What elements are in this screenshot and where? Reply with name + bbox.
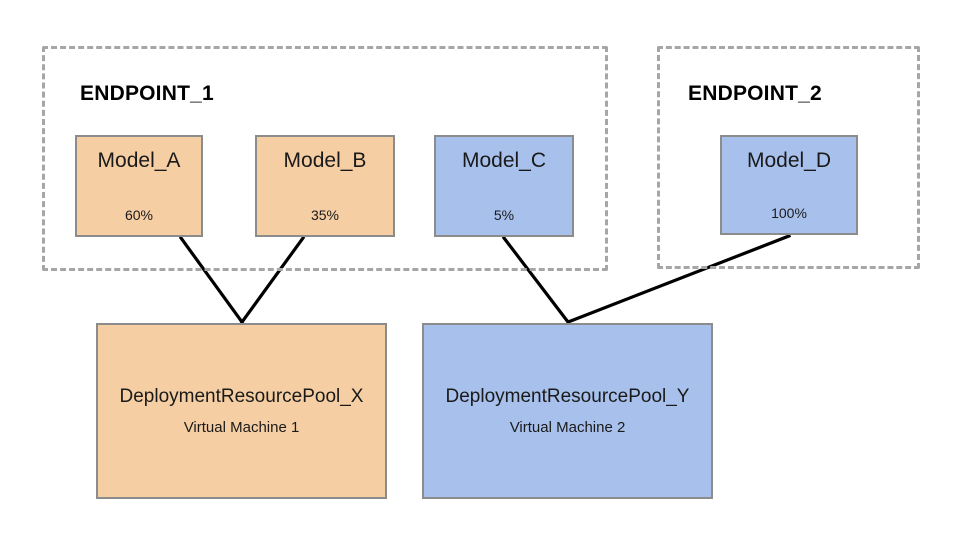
pool-y-name: DeploymentResourcePool_Y: [445, 386, 690, 408]
model-c-traffic-split: 5%: [493, 207, 515, 223]
model-box-d[interactable]: Model_D 100%: [720, 135, 858, 235]
endpoint-group-1[interactable]: [42, 46, 608, 271]
model-box-b[interactable]: Model_B 35%: [255, 135, 395, 237]
endpoint-group-2[interactable]: [657, 46, 920, 269]
deployment-resource-pool-y[interactable]: DeploymentResourcePool_Y Virtual Machine…: [422, 323, 713, 499]
endpoint-1-label: ENDPOINT_1: [80, 82, 214, 105]
model-a-traffic-split: 60%: [124, 207, 154, 223]
pool-x-machine: Virtual Machine 1: [183, 418, 300, 436]
model-box-a[interactable]: Model_A 60%: [75, 135, 203, 237]
pool-y-machine: Virtual Machine 2: [509, 418, 626, 436]
model-b-name: Model_B: [283, 149, 367, 172]
pool-x-name: DeploymentResourcePool_X: [119, 386, 364, 408]
model-c-name: Model_C: [461, 149, 547, 172]
model-box-c[interactable]: Model_C 5%: [434, 135, 574, 237]
model-a-name: Model_A: [97, 149, 181, 172]
endpoint-2-label: ENDPOINT_2: [688, 82, 822, 105]
deployment-resource-pool-x[interactable]: DeploymentResourcePool_X Virtual Machine…: [96, 323, 387, 499]
model-d-traffic-split: 100%: [771, 205, 807, 221]
model-b-traffic-split: 35%: [310, 207, 340, 223]
model-d-name: Model_D: [746, 149, 832, 172]
